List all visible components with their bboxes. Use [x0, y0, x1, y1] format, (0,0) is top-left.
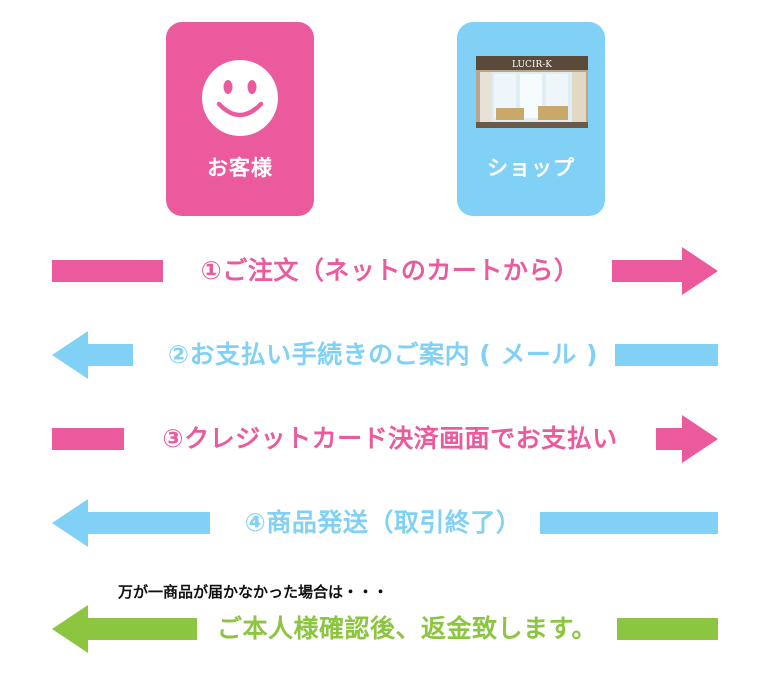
refund-label: ご本人様確認後、返金致します。: [216, 614, 598, 643]
refund-note: 万が一商品が届かなかった場合は・・・: [118, 583, 389, 601]
shop-card: LUCIR-K ショップ: [457, 22, 605, 216]
customer-card: お客様: [166, 22, 314, 216]
step-2-label: ②お支払い手続きのご案内 ( メール ): [167, 340, 599, 369]
step-3-arrow: [52, 415, 718, 463]
step-4-arrow: [52, 499, 718, 547]
shop-label: ショップ: [487, 156, 575, 180]
shop-sign-text: LUCIR-K: [512, 60, 552, 70]
step-1-arrow: [52, 247, 718, 295]
step-1-label: ①ご注文（ネットのカートから）: [200, 256, 580, 285]
step-3-label: ③クレジットカード決済画面でお支払い: [162, 424, 618, 453]
customer-label: お客様: [207, 156, 273, 180]
smiley-face-icon: [202, 60, 278, 136]
shop-storefront-photo: LUCIR-K: [476, 56, 588, 128]
step-4-label: ④商品発送（取引終了）: [244, 508, 522, 537]
refund-arrow: [52, 605, 718, 653]
step-2-arrow: [52, 331, 718, 379]
